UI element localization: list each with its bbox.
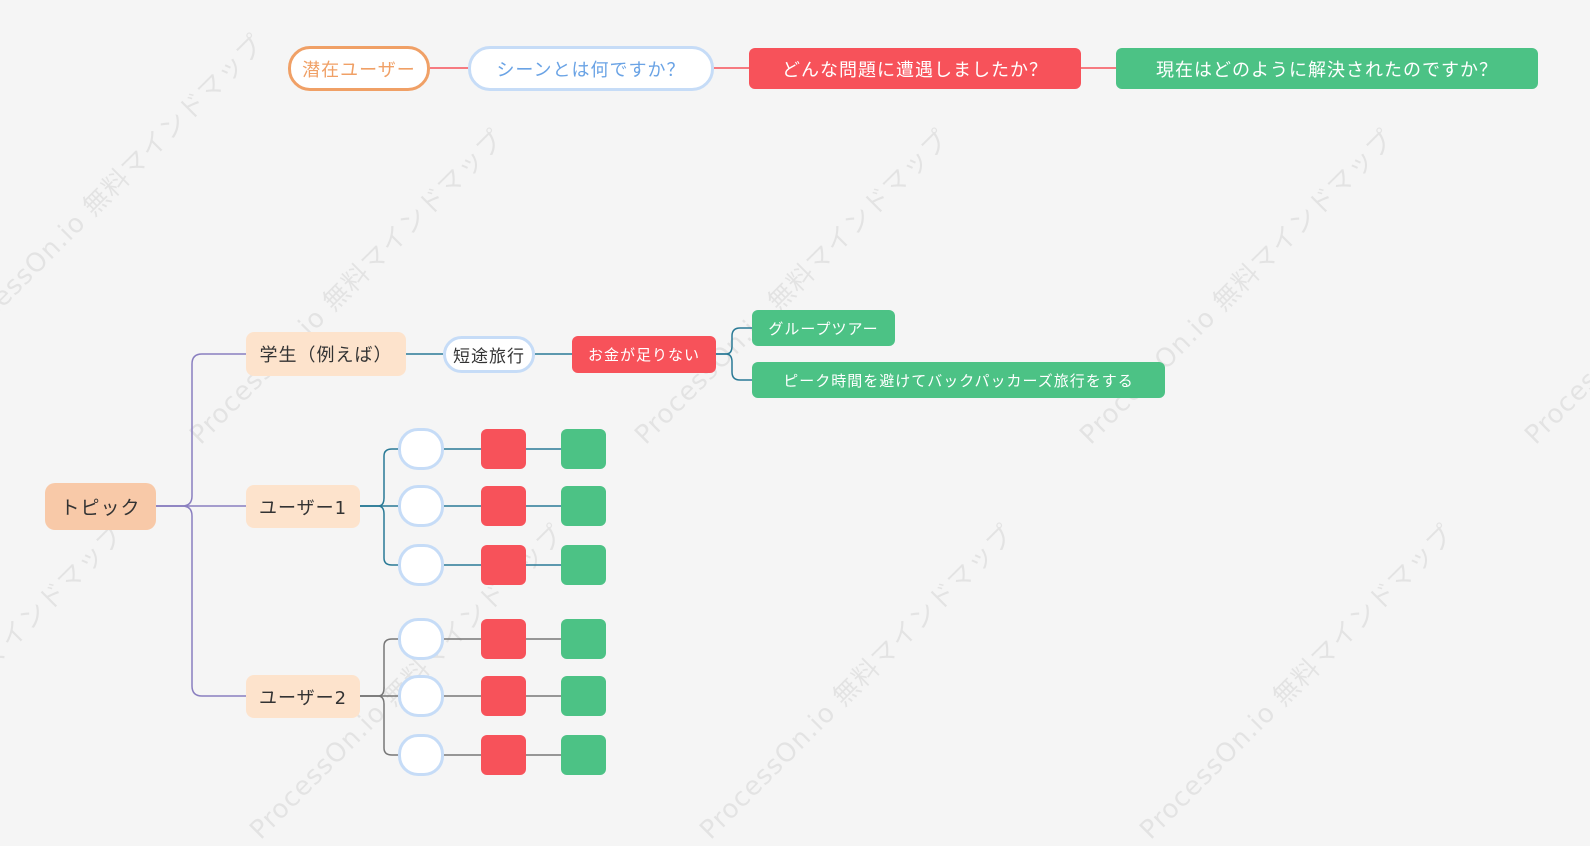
root-connector xyxy=(156,505,246,697)
user2-scene[interactable] xyxy=(398,675,444,717)
user2-solution[interactable] xyxy=(561,735,606,775)
student-solution-1[interactable]: グループツアー xyxy=(752,310,895,346)
legend-problem[interactable]: どんな問題に遭遇しましたか？ xyxy=(749,48,1081,89)
user2-connector xyxy=(360,695,398,756)
user1-problem[interactable] xyxy=(481,429,526,469)
user1-scene[interactable] xyxy=(398,544,444,586)
legend-scene[interactable]: シーンとは何ですか？ xyxy=(468,46,714,91)
user1-scene[interactable] xyxy=(398,428,444,470)
student-scene[interactable]: 短途旅行 xyxy=(443,336,535,373)
user2-problem[interactable] xyxy=(481,735,526,775)
user2-problem[interactable] xyxy=(481,676,526,716)
user1-solution[interactable] xyxy=(561,545,606,585)
user2-solution[interactable] xyxy=(561,676,606,716)
student-connector xyxy=(716,327,752,355)
branch-user2[interactable]: ユーザー2 xyxy=(246,675,360,718)
root-connector xyxy=(156,353,246,507)
user1-solution[interactable] xyxy=(561,486,606,526)
legend-solution[interactable]: 現在はどのように解決されたのですか？ xyxy=(1116,48,1538,89)
legend-potential-user[interactable]: 潜在ユーザー xyxy=(288,46,430,91)
user2-connector xyxy=(360,638,398,697)
user1-problem[interactable] xyxy=(481,545,526,585)
user1-problem[interactable] xyxy=(481,486,526,526)
user1-connector xyxy=(360,448,398,507)
user1-solution[interactable] xyxy=(561,429,606,469)
branch-user1[interactable]: ユーザー1 xyxy=(246,485,360,528)
root-topic[interactable]: トピック xyxy=(45,483,156,530)
branch-student[interactable]: 学生（例えば） xyxy=(246,332,406,376)
user2-scene[interactable] xyxy=(398,734,444,776)
student-problem[interactable]: お金が足りない xyxy=(572,336,716,373)
user2-scene[interactable] xyxy=(398,618,444,660)
user2-problem[interactable] xyxy=(481,619,526,659)
student-connector xyxy=(716,353,752,381)
student-solution-2[interactable]: ピーク時間を避けてバックパッカーズ旅行をする xyxy=(752,362,1165,398)
user1-scene[interactable] xyxy=(398,485,444,527)
user2-solution[interactable] xyxy=(561,619,606,659)
user1-connector xyxy=(360,505,398,566)
